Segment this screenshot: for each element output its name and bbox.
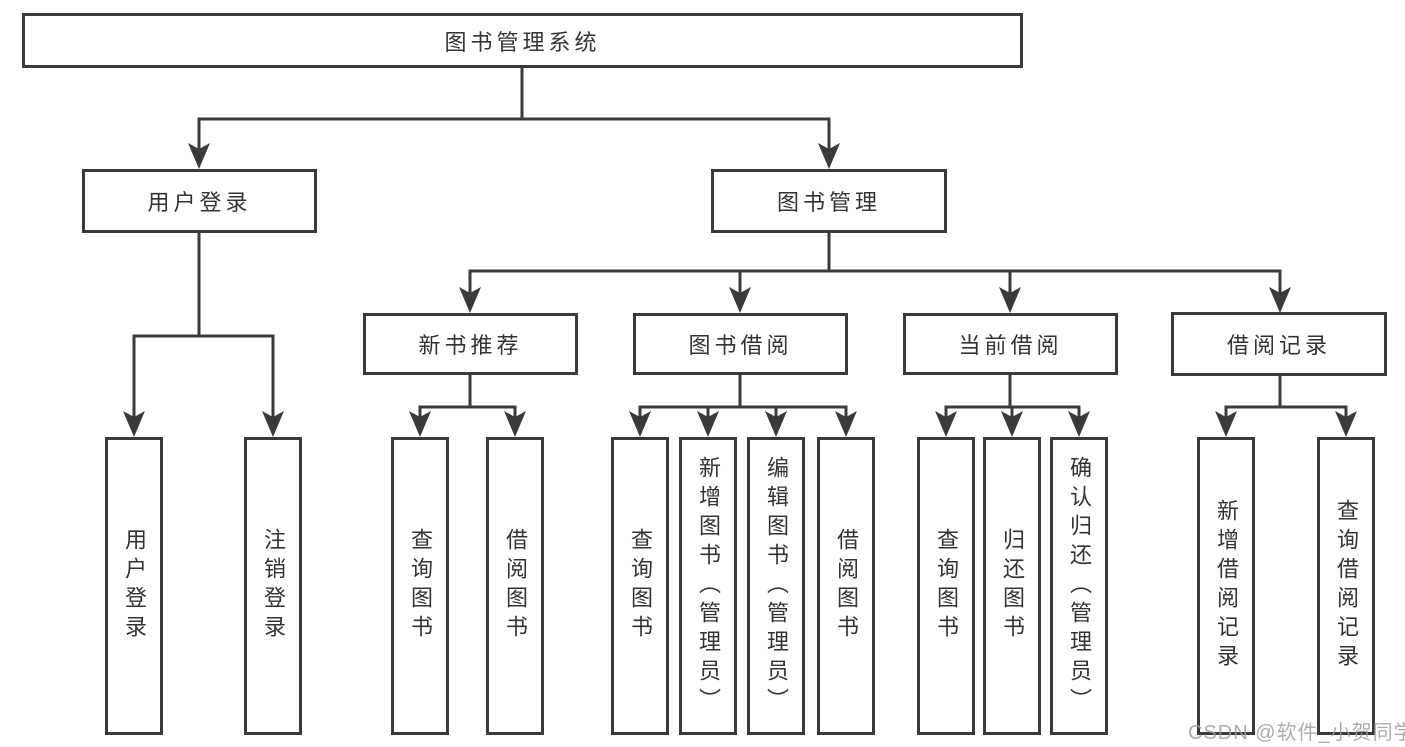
arrowhead: [1215, 411, 1237, 437]
arrowhead: [123, 411, 145, 437]
edge-new-book-children: [418, 373, 517, 420]
arrowhead: [262, 411, 284, 437]
arrowhead: [504, 411, 526, 437]
arrowhead: [1335, 411, 1357, 437]
leaf-query-books-recommend: 查询图书: [391, 437, 449, 735]
leaf-logout: 注销登录: [244, 437, 302, 735]
leaf-add-book-admin: 新增图书（管理员）: [679, 437, 737, 735]
arrowhead: [629, 411, 651, 437]
csdn-watermark: CSDN @软件_小贺同学: [1188, 722, 1405, 744]
leaf-query-books-current: 查询图书: [917, 437, 975, 735]
edge-book-borrow-children: [638, 373, 848, 420]
edge-borrow-record-children: [1224, 373, 1348, 420]
arrowhead: [1068, 411, 1090, 437]
node-current-borrow: 当前借阅: [903, 313, 1118, 375]
arrowhead: [188, 143, 210, 169]
node-new-book-recommend: 新书推荐: [363, 313, 578, 375]
leaf-user-login: 用户登录: [105, 437, 163, 735]
leaf-borrow-books-recommend: 借阅图书: [486, 437, 544, 735]
edge-book-management-children: [468, 229, 1282, 296]
arrowhead: [409, 411, 431, 437]
edge-user-login-children: [132, 231, 275, 421]
arrowhead: [459, 287, 481, 313]
leaf-return-book: 归还图书: [983, 437, 1041, 735]
leaf-query-borrow-record: 查询借阅记录: [1317, 437, 1375, 735]
node-book-borrow: 图书借阅: [633, 313, 848, 375]
leaf-edit-book-admin: 编辑图书（管理员）: [747, 437, 805, 735]
node-borrow-records: 借阅记录: [1171, 312, 1387, 376]
node-user-login: 用户登录: [82, 169, 317, 233]
arrowhead: [729, 287, 751, 313]
leaf-confirm-return-admin: 确认归还（管理员）: [1050, 437, 1108, 735]
arrowhead: [935, 411, 957, 437]
leaf-add-borrow-record: 新增借阅记录: [1197, 437, 1255, 735]
arrowhead: [999, 287, 1021, 313]
arrowhead: [818, 143, 840, 169]
node-book-management: 图书管理: [711, 169, 947, 233]
node-library-system: 图书管理系统: [22, 13, 1023, 68]
arrowhead: [697, 411, 719, 437]
arrowhead: [1269, 287, 1291, 313]
arrowhead: [1001, 411, 1023, 437]
arrowhead: [765, 411, 787, 437]
edge-current-borrow-children: [944, 373, 1081, 420]
leaf-query-books-borrow: 查询图书: [611, 437, 669, 735]
edge-root-to-level2: [197, 65, 831, 153]
leaf-borrow-books: 借阅图书: [817, 437, 875, 735]
arrowhead: [835, 411, 857, 437]
